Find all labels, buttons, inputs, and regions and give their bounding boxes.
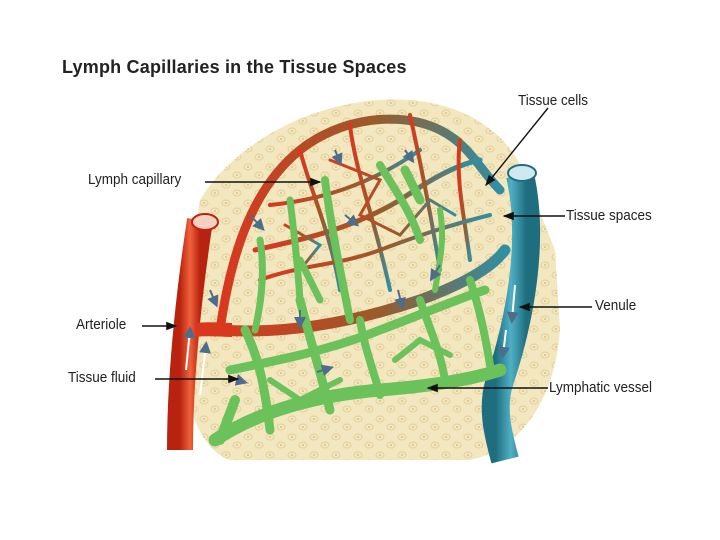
lymphatic-network [208,161,507,447]
label-venule: Venule [595,297,637,314]
leader-lines [142,107,592,393]
label-tissue-fluid: Tissue fluid [68,369,136,386]
label-lymphatic-vessel: Lymphatic vessel [549,379,653,396]
label-tissue-cells: Tissue cells [518,92,589,109]
label-lymph-capillary: Lymph capillary [88,171,182,188]
arteriole-vessel [167,213,233,451]
leader-tissue-cells [485,107,549,187]
diagram-title: Lymph Capillaries in the Tissue Spaces [62,57,407,77]
tissue-background [180,99,560,461]
label-arteriole: Arteriole [76,316,127,333]
venule-vessel [481,164,541,464]
label-tissue-spaces: Tissue spaces [566,207,652,224]
fluid-flow-arrows [207,149,442,386]
